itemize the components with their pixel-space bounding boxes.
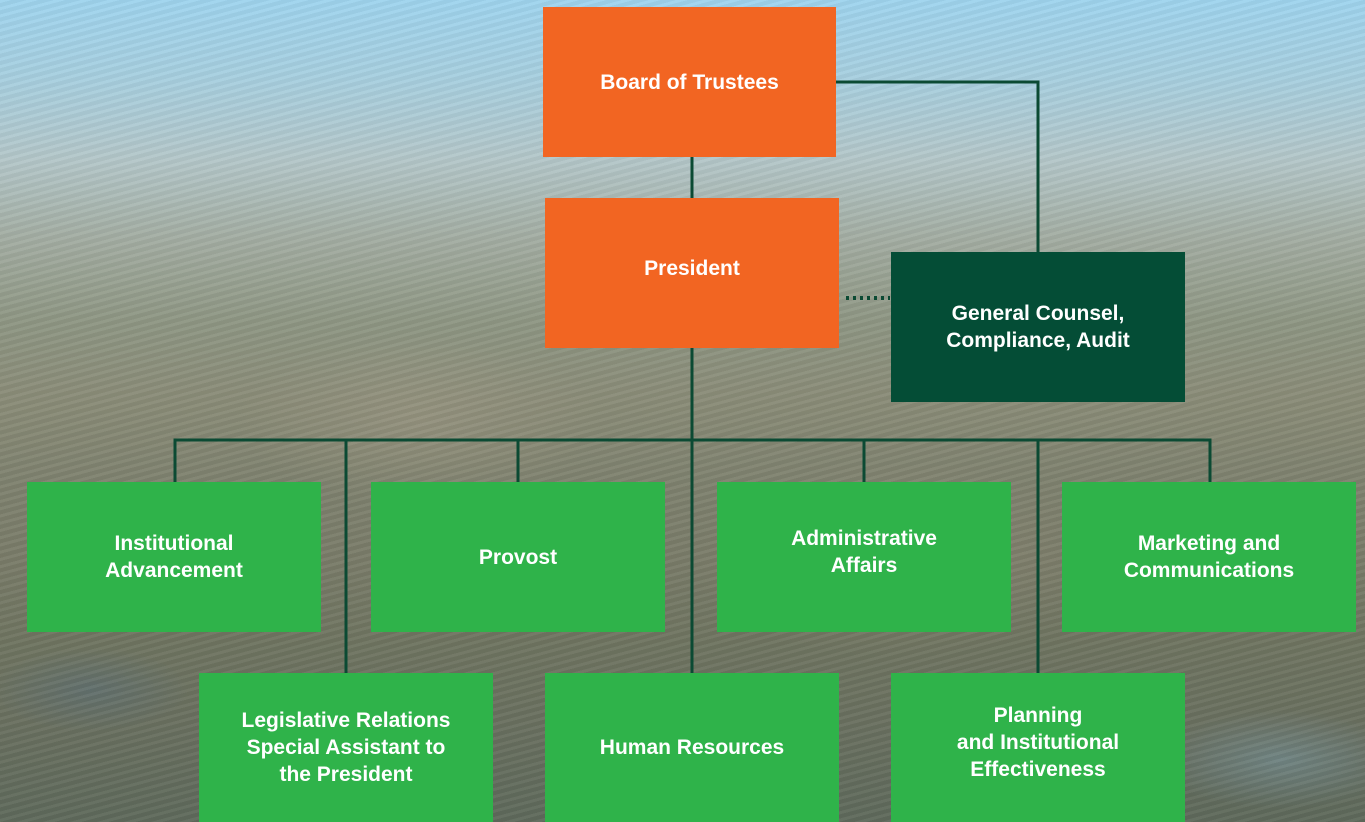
board-of-trustees-box: Board of Trustees [543, 7, 836, 157]
human-resources-box: Human Resources [545, 673, 839, 822]
marketing-communications-box: Marketing and Communications [1062, 482, 1356, 632]
provost-box: Provost [371, 482, 665, 632]
planning-effectiveness-box: Planning and Institutional Effectiveness [891, 673, 1185, 822]
connector-board-counsel [834, 80, 1040, 254]
institutional-advancement-box: Institutional Advancement [27, 482, 321, 632]
administrative-affairs-box: Administrative Affairs [717, 482, 1011, 632]
legislative-relations-box: Legislative Relations Special Assistant … [199, 673, 493, 822]
general-counsel-box: General Counsel, Compliance, Audit [891, 252, 1185, 402]
president-box: President [545, 198, 839, 348]
